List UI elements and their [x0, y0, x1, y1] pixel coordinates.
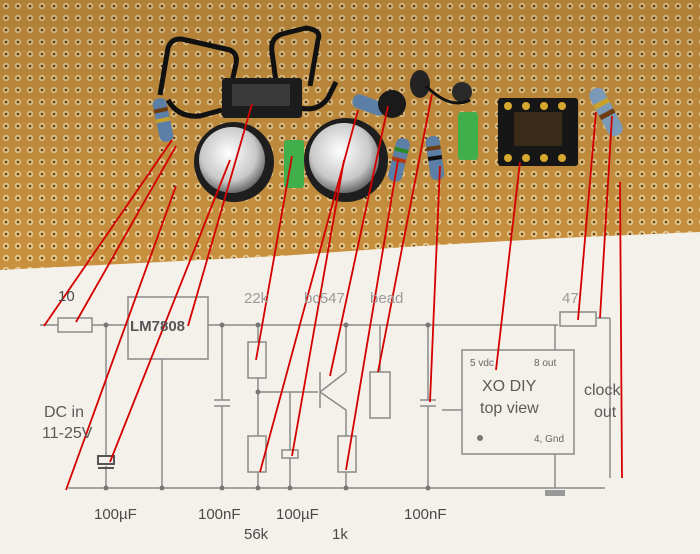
- ground-symbol: [545, 490, 565, 496]
- label-clock-out: out: [594, 404, 617, 421]
- electrolytic-cap-1: [194, 122, 274, 202]
- label-dc-in: DC in: [44, 404, 85, 421]
- label-cap-100nf-2: 100nF: [404, 506, 447, 523]
- label-r-22k: 22k: [244, 290, 269, 307]
- resistor-56k-body: [388, 138, 410, 182]
- resistor-10-body: [152, 98, 174, 142]
- resistor-22k-body: [352, 94, 386, 116]
- label-dc-voltage: 11-25V: [42, 425, 93, 442]
- label-pin-8: 8 out: [534, 358, 557, 369]
- label-cap-100uf-2: 100µF: [276, 506, 319, 523]
- ic-socket: [498, 98, 578, 166]
- label-pin-4: 4, Gnd: [534, 434, 565, 445]
- label-r-1k: 1k: [332, 526, 348, 543]
- electrolytic-cap-2: [304, 118, 388, 202]
- schematic-wires: [40, 296, 611, 489]
- label-r-10: 10: [58, 288, 75, 305]
- schematic-caps-electrolytic: [97, 455, 115, 469]
- label-transistor: bc547: [304, 290, 345, 307]
- label-cap-100uf-1: 100µF: [94, 506, 137, 523]
- label-r-56k: 56k: [244, 526, 269, 543]
- heatsink: [157, 25, 339, 119]
- label-cap-100nf-1: 100nF: [198, 506, 241, 523]
- label-r-47: 47: [562, 290, 579, 307]
- label-regulator: LM7808: [130, 318, 186, 335]
- transistor-body: [378, 90, 406, 118]
- annotation-lines: [43, 93, 623, 491]
- film-cap-2: [458, 112, 478, 160]
- label-pin-5: 5 vdc: [470, 358, 494, 369]
- label-xo-title: XO DIY: [482, 378, 537, 395]
- label-xo-subtitle: top view: [480, 400, 539, 417]
- ferrite-bead: [410, 70, 472, 105]
- resistor-47-body: [589, 87, 623, 137]
- regulator-tab: [232, 84, 290, 106]
- label-bead: bead: [370, 290, 404, 307]
- label-clock: clock: [584, 382, 621, 399]
- schematic-junctions: [103, 322, 483, 491]
